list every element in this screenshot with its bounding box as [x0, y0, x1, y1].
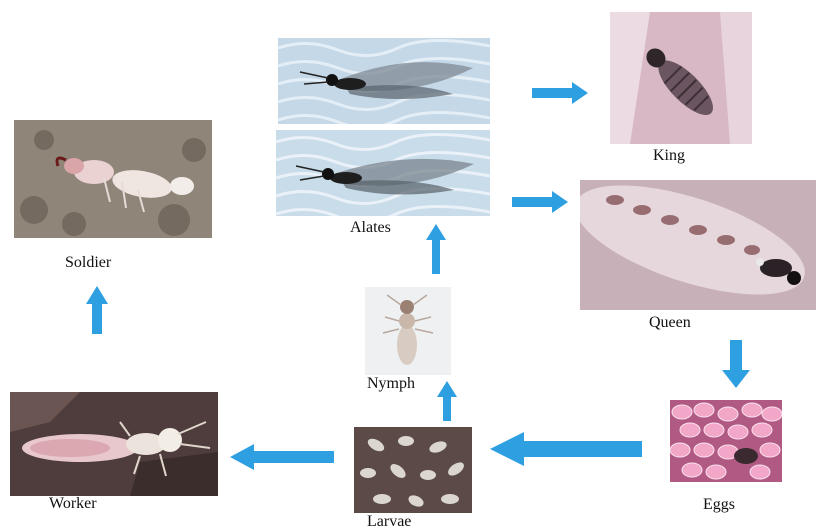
nymph-label: Nymph: [367, 375, 415, 393]
soldier-photo: [14, 120, 212, 238]
arrow-to-eggs: [722, 340, 750, 388]
arrow-to-larvae: [490, 432, 642, 466]
worker-photo: [10, 392, 218, 496]
arrow-to-worker: [230, 444, 334, 470]
arrow-to-queen: [512, 191, 568, 213]
arrow-to-alates: [426, 224, 446, 274]
arrow-to-soldier: [86, 286, 108, 334]
queen-label: Queen: [649, 314, 691, 332]
king-photo: [610, 12, 752, 144]
alates-label: Alates: [350, 219, 391, 237]
worker-label: Worker: [49, 495, 97, 513]
eggs-label: Eggs: [703, 496, 735, 514]
arrow-to-king: [532, 82, 588, 104]
king-label: King: [653, 147, 685, 165]
soldier-label: Soldier: [65, 254, 111, 272]
eggs-photo: [670, 400, 782, 482]
larvae-photo: [354, 427, 472, 513]
larvae-label: Larvae: [367, 513, 411, 531]
alate-photo-top: [278, 38, 490, 124]
alate-photo-bottom: [276, 130, 490, 216]
arrow-to-nymph: [437, 381, 457, 421]
queen-photo: [580, 180, 816, 310]
nymph-photo: [365, 287, 451, 375]
